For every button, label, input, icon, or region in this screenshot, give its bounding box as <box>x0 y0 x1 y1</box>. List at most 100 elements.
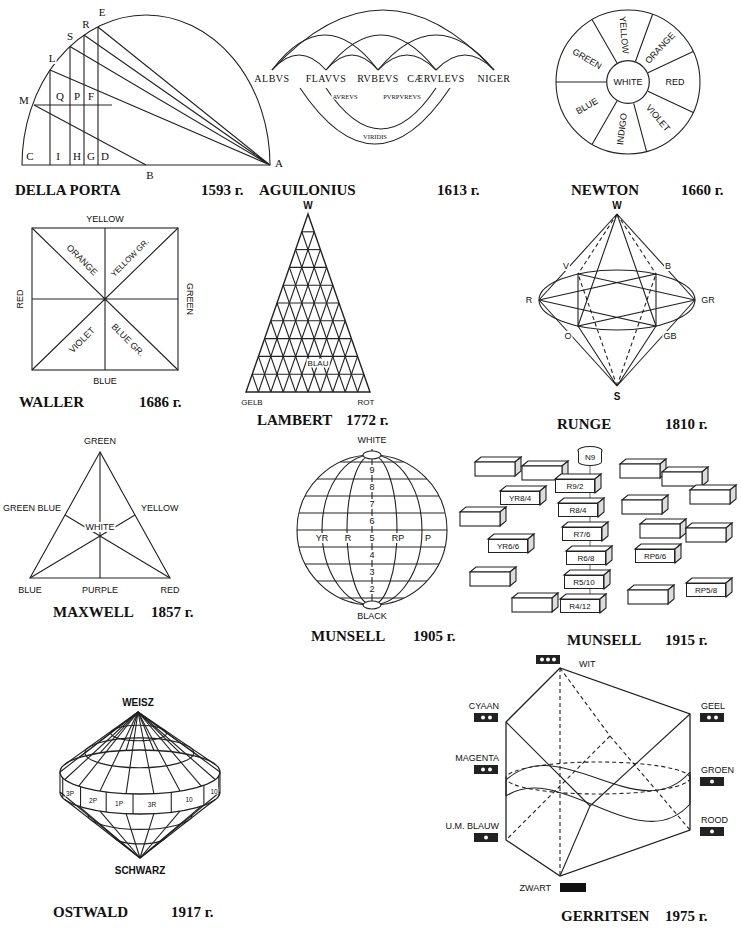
colour-label: 10 <box>184 796 193 803</box>
aguilonius-figure <box>272 35 494 70</box>
lambert-pyramid <box>296 250 346 392</box>
colour-label: RP <box>391 533 406 543</box>
munsell-tree <box>662 472 702 486</box>
colour-label: PVRPVREVS <box>382 93 422 100</box>
colour-label: YELLOW GR. <box>109 237 152 280</box>
colour-label: SCHWARZ <box>114 865 167 876</box>
colour-label: 7 <box>368 499 375 509</box>
munsell-sphere <box>363 601 381 609</box>
system-caption: 1917 г. <box>170 904 215 921</box>
colour-label: O <box>563 331 572 341</box>
system-caption: 1686 г. <box>138 394 183 411</box>
munsell-tree <box>460 457 736 612</box>
ostwald-double-cone <box>79 712 138 758</box>
munsell-tree <box>668 585 674 604</box>
runge-sphere <box>539 214 695 386</box>
colour-label: GREEN <box>185 282 195 316</box>
colour-label: E <box>98 6 107 18</box>
colour-label: RED <box>664 77 685 87</box>
newton-wheel <box>556 10 700 154</box>
lambert-pyramid <box>258 232 314 392</box>
ostwald-double-cone <box>88 815 192 829</box>
colour-icon <box>707 716 711 720</box>
system-caption: MUNSELL <box>310 628 386 645</box>
lambert-pyramid <box>246 214 370 392</box>
munsell-tree <box>515 457 521 476</box>
aguilonius-figure <box>272 10 494 144</box>
munsell-tree <box>686 528 726 542</box>
runge-sphere <box>539 270 695 330</box>
colour-icon <box>481 768 485 772</box>
colour-label: R <box>525 295 534 305</box>
box-faces <box>598 498 604 517</box>
colour-label: ROOD <box>700 815 729 825</box>
munsell-tree <box>628 585 674 590</box>
system-caption: NEWTON <box>570 182 640 199</box>
ostwald-double-cone <box>138 712 154 794</box>
system-caption: 1810 г. <box>664 416 709 433</box>
lambert-pyramid <box>246 214 370 392</box>
ostwald-double-cone <box>106 792 107 812</box>
colour-label: F <box>87 90 95 102</box>
colour-label: GR <box>700 295 716 305</box>
munsell-tree <box>500 507 506 526</box>
ostwald-double-cone <box>59 772 60 792</box>
colour-label: YELLOW <box>140 503 180 513</box>
munsell-sphere <box>297 455 447 605</box>
colour-label: U.M. BLAUW <box>444 821 500 831</box>
ostwald-double-cone <box>138 712 180 753</box>
ostwald-double-cone <box>60 750 220 794</box>
lambert-pyramid <box>252 374 364 375</box>
colour-label: ALBVS <box>253 73 290 84</box>
newton-wheel <box>556 10 700 154</box>
system-caption: MAXWELL <box>52 604 135 621</box>
system-caption: 1975 г. <box>664 908 709 925</box>
munsell-tree <box>552 593 558 612</box>
colour-label: GELB <box>240 398 263 407</box>
munsell-tree <box>622 500 662 514</box>
aguilonius-figure <box>272 55 494 70</box>
colour-label: P <box>73 90 81 102</box>
lambert-pyramid <box>308 303 339 392</box>
colour-icon <box>546 658 550 662</box>
colour-label: W <box>302 200 313 211</box>
system-caption: LAMBERT <box>256 412 333 429</box>
munsell-tree <box>470 572 510 586</box>
colour-icon <box>552 658 556 662</box>
node-text: R6/8 <box>578 554 595 563</box>
colour-label: 3P <box>65 789 75 796</box>
lambert-pyramid <box>302 231 314 232</box>
colour-label: GREEN <box>570 46 604 72</box>
colour-label: AVREVS <box>331 93 358 100</box>
munsell-tree <box>702 467 708 486</box>
colour-sample-box: R4/12 <box>560 599 600 613</box>
colour-icon <box>488 768 492 772</box>
colour-label: B <box>664 261 672 271</box>
colour-label: S <box>613 391 622 402</box>
colour-label: C <box>25 150 34 162</box>
aguilonius-figure <box>272 10 494 70</box>
box-faces <box>600 594 606 613</box>
maxwell-triangle <box>30 452 170 578</box>
colour-label: BLUE <box>17 585 43 595</box>
node-text: RP5/8 <box>695 586 717 595</box>
colour-label: 2P <box>88 796 98 803</box>
colour-label: WHITE <box>357 435 388 445</box>
box-faces <box>604 570 610 589</box>
munsell-tree <box>510 567 516 586</box>
colour-icon <box>474 655 724 892</box>
munsell-sphere <box>297 455 447 605</box>
lambert-pyramid <box>302 232 358 392</box>
box-faces <box>528 534 534 553</box>
colour-label: YELLOW <box>617 15 630 55</box>
ostwald-double-cone <box>100 712 138 753</box>
colour-sample-box: RP5/8 <box>686 583 726 597</box>
node-text: RP6/6 <box>644 552 666 561</box>
gerritsen-cube <box>506 668 690 876</box>
colour-label: BLAU <box>307 359 330 368</box>
munsell-tree <box>475 462 515 476</box>
system-caption: 1613 г. <box>436 182 481 199</box>
waller-square <box>32 228 178 370</box>
colour-label: GEEL <box>700 701 726 711</box>
